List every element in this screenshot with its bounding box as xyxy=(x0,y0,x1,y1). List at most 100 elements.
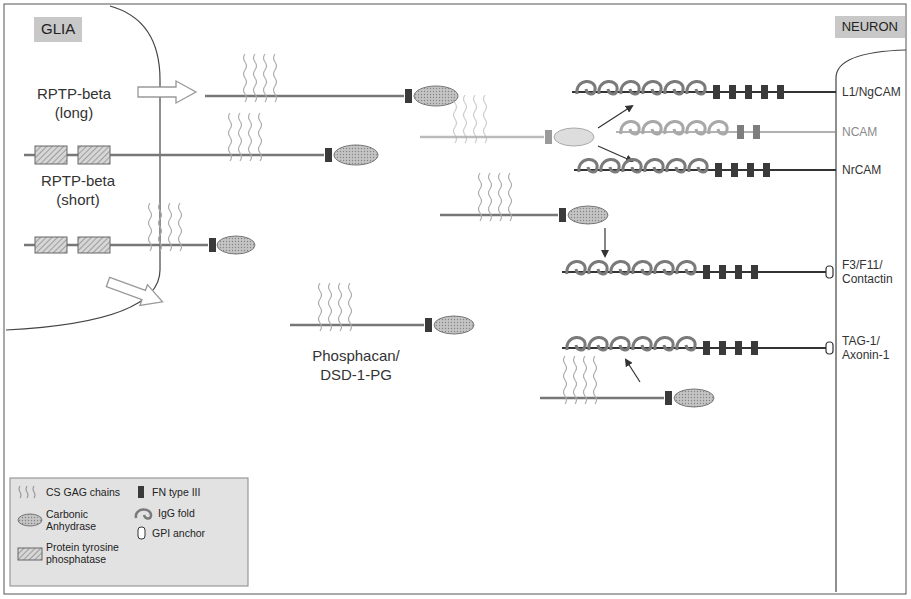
legend-sample-part xyxy=(138,486,144,498)
rptp-short-molecule-part xyxy=(78,237,110,253)
rptp-long-molecule-part xyxy=(35,146,67,164)
phosphacan-molecule-part xyxy=(244,54,277,102)
legend-text: GPI anchor xyxy=(152,527,242,539)
binding-arrow xyxy=(598,106,632,128)
legend-text: Protein tyrosine phosphatase xyxy=(46,541,130,565)
tag1-molecule-part xyxy=(703,341,710,355)
contactin-molecule-part xyxy=(751,265,758,279)
legend-sample-part xyxy=(18,548,42,560)
tag1-molecule-part xyxy=(655,337,673,350)
molecule-label: L1/NgCAM xyxy=(842,85,906,99)
l1-molecule xyxy=(572,81,836,99)
phosphacan-molecule xyxy=(540,356,714,407)
figure-frame xyxy=(4,4,906,594)
tag1-molecule-part xyxy=(735,341,742,355)
phosphacan-molecule-part xyxy=(559,208,566,222)
l1-molecule-part xyxy=(577,81,595,94)
nrcam-molecule-part xyxy=(667,159,685,172)
phosphacan-molecule-part xyxy=(425,318,432,332)
l1-molecule-part xyxy=(713,85,720,99)
phosphacan-molecule-part xyxy=(568,206,608,224)
phosphacan-molecule-part xyxy=(554,128,594,146)
legend-sample-part xyxy=(136,509,151,518)
tag1-molecule-part xyxy=(611,337,629,350)
phosphacan-molecule-part xyxy=(205,95,404,98)
molecule-label: NCAM xyxy=(842,125,906,139)
rptp-short-molecule-part xyxy=(209,238,216,252)
ncam-molecule-part xyxy=(687,121,705,134)
tag1-molecule-part xyxy=(826,342,833,354)
legend-text: IgG fold xyxy=(158,507,242,519)
tag1-molecule xyxy=(562,337,833,355)
l1-molecule-part xyxy=(599,81,617,94)
phosphacan-molecule-part xyxy=(479,173,512,221)
rptp-short-molecule-part xyxy=(217,236,255,254)
rptp-long-molecule-part xyxy=(334,145,378,165)
l1-molecule-part xyxy=(761,85,768,99)
contactin-molecule-part xyxy=(589,261,607,274)
legend-panel xyxy=(10,478,248,586)
phosphacan-molecule-part xyxy=(440,214,558,217)
tag1-molecule-part xyxy=(751,341,758,355)
phosphacan-molecule-part xyxy=(564,356,597,404)
contactin-molecule-part xyxy=(703,265,710,279)
phosphacan-molecule-part xyxy=(414,86,458,106)
secretion-arrow xyxy=(138,81,196,103)
l1-molecule-part xyxy=(621,81,639,94)
nrcam-molecule-part xyxy=(645,159,663,172)
phosphacan-molecule-part xyxy=(665,391,672,405)
phosphacan-molecule-part xyxy=(434,316,474,334)
ncam-molecule-part xyxy=(709,121,727,134)
nrcam-molecule-part xyxy=(601,159,619,172)
binding-arrow xyxy=(626,360,640,382)
tag1-molecule-part xyxy=(633,337,651,350)
cell-label: GLIA xyxy=(41,20,75,39)
nrcam-molecule-part xyxy=(623,159,641,172)
nrcam-molecule xyxy=(574,159,836,177)
nrcam-molecule-part xyxy=(715,163,722,177)
rptp-short-molecule-part xyxy=(149,203,182,251)
molecule-label: F3/F11/ Contactin xyxy=(842,258,906,286)
rptp-long-molecule-part xyxy=(325,148,332,162)
nrcam-molecule-part xyxy=(689,159,707,172)
contactin-molecule-part xyxy=(633,261,651,274)
legend-text: FN type III xyxy=(152,486,242,498)
l1-molecule-part xyxy=(777,85,784,99)
phosphacan-molecule xyxy=(420,95,594,146)
nrcam-molecule-part xyxy=(747,163,754,177)
molecule-label: TAG-1/ Axonin-1 xyxy=(842,334,906,362)
binding-arrow xyxy=(604,228,605,256)
cell-tag: GLIA xyxy=(34,17,82,42)
contactin-molecule-part xyxy=(735,265,742,279)
rptp-long-molecule-part xyxy=(229,113,262,161)
phosphacan-molecule xyxy=(440,173,608,224)
phosphacan-molecule-part-part xyxy=(454,95,487,143)
tag1-molecule-part xyxy=(677,337,695,350)
molecule-label: RPTP-beta (long) xyxy=(20,84,128,122)
l1-molecule-part xyxy=(729,85,736,99)
legend-text: Carbonic Anhydrase xyxy=(46,508,116,532)
rptp-short-molecule xyxy=(24,203,255,254)
molecule-label: NrCAM xyxy=(842,163,906,177)
contactin-molecule xyxy=(562,261,833,279)
l1-molecule-part xyxy=(665,81,683,94)
phosphacan-molecule xyxy=(205,54,458,106)
l1-molecule-part xyxy=(643,81,661,94)
glia-membrane xyxy=(6,6,160,330)
contactin-molecule-part xyxy=(611,261,629,274)
phosphacan-molecule-part xyxy=(454,95,487,143)
ncam-molecule-part xyxy=(643,121,661,134)
ncam-molecule xyxy=(616,121,836,139)
ncam-molecule-part xyxy=(621,121,639,134)
rptp-short-molecule-part xyxy=(35,237,67,253)
rptp-long-molecule-part xyxy=(24,154,324,157)
phosphacan-molecule xyxy=(290,283,474,334)
contactin-molecule-part xyxy=(677,261,695,274)
ncam-molecule-part xyxy=(665,121,683,134)
tag1-molecule-part xyxy=(589,337,607,350)
nrcam-molecule-part xyxy=(731,163,738,177)
tag1-molecule-part xyxy=(567,337,585,350)
phosphacan-molecule-part xyxy=(290,324,424,327)
contactin-molecule-part xyxy=(826,266,833,278)
